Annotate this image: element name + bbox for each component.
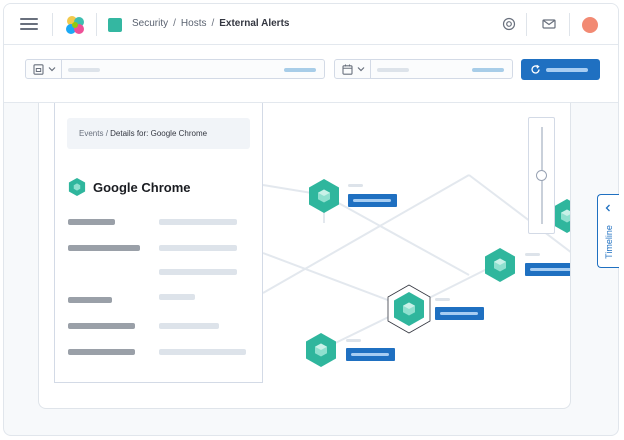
flyout-breadcrumb-separator: / xyxy=(103,129,111,138)
zoom-handle[interactable] xyxy=(536,170,547,181)
detail-value-bar xyxy=(159,219,237,225)
breadcrumb-separator: / xyxy=(211,18,215,29)
detail-value-bar xyxy=(159,294,195,300)
detail-key-bar xyxy=(68,297,112,303)
breadcrumb-separator: / xyxy=(173,18,176,29)
refresh-icon xyxy=(531,64,540,74)
flyout-breadcrumb: Events / Details for: Google Chrome xyxy=(67,118,250,149)
header-divider xyxy=(569,13,570,36)
end-date-bar xyxy=(472,68,504,72)
detail-value-bar xyxy=(159,269,237,275)
resolver-panel: Events / Details for: Google Chrome Goog… xyxy=(38,103,571,409)
start-date-bar xyxy=(377,68,409,72)
top-header: Security / Hosts / External Alerts xyxy=(4,4,618,45)
detail-value-bar xyxy=(159,245,237,251)
chevron-left-icon xyxy=(605,204,610,212)
detail-value-bar xyxy=(159,349,246,355)
mail-icon[interactable] xyxy=(542,17,556,31)
chevron-down-icon[interactable] xyxy=(357,65,365,73)
user-avatar[interactable] xyxy=(582,17,598,33)
header-divider xyxy=(96,13,97,36)
field-divider xyxy=(370,60,371,78)
timeline-label: Timeline xyxy=(604,225,614,259)
breadcrumb-security[interactable]: Security xyxy=(132,18,169,29)
filter-bar xyxy=(4,45,618,103)
detail-key-bar xyxy=(68,349,135,355)
graph-node xyxy=(306,333,336,367)
breadcrumb-external-alerts: External Alerts xyxy=(219,18,290,29)
detail-key-bar xyxy=(68,323,135,329)
field-divider xyxy=(61,60,62,78)
calendar-icon xyxy=(342,64,353,75)
node-label-bar xyxy=(525,253,540,256)
zoom-slider[interactable] xyxy=(528,117,555,234)
timeline-tab[interactable]: Timeline xyxy=(597,194,619,268)
header-divider xyxy=(52,13,53,36)
input-value-bar xyxy=(284,68,316,72)
breadcrumb-hosts[interactable]: Hosts xyxy=(180,18,207,29)
date-picker-field[interactable] xyxy=(334,59,513,79)
node-label-bar xyxy=(435,298,450,301)
breadcrumb: Security / Hosts / External Alerts xyxy=(132,18,289,29)
graph-node-selected xyxy=(387,284,431,334)
hamburger-menu-icon[interactable] xyxy=(20,18,38,30)
detail-value-bar xyxy=(159,323,219,329)
chevron-down-icon[interactable] xyxy=(48,65,56,73)
flyout-breadcrumb-current: Details for: Google Chrome xyxy=(110,129,208,138)
flyout-breadcrumb-events[interactable]: Events xyxy=(79,129,104,138)
detail-key-bar xyxy=(68,245,140,251)
details-flyout: Events / Details for: Google Chrome Goog… xyxy=(54,103,263,383)
graph-node xyxy=(485,248,515,282)
index-pattern-field[interactable] xyxy=(25,59,325,79)
flyout-title: Google Chrome xyxy=(93,180,191,195)
elastic-logo[interactable] xyxy=(64,14,86,36)
node-label-bar xyxy=(346,339,361,342)
refresh-label-bar xyxy=(546,68,588,72)
save-document-icon xyxy=(33,64,44,75)
header-divider xyxy=(526,13,527,36)
process-graph[interactable] xyxy=(39,103,571,409)
input-placeholder-bar xyxy=(68,68,100,72)
app-window: Security / Hosts / External Alerts xyxy=(3,3,619,436)
refresh-button[interactable] xyxy=(521,59,600,80)
process-node-hexagon-icon xyxy=(68,178,86,196)
help-icon[interactable] xyxy=(502,17,516,31)
detail-key-bar xyxy=(68,219,115,225)
graph-node xyxy=(309,179,339,213)
space-avatar-icon[interactable] xyxy=(108,18,122,32)
node-label-bar xyxy=(348,184,363,187)
